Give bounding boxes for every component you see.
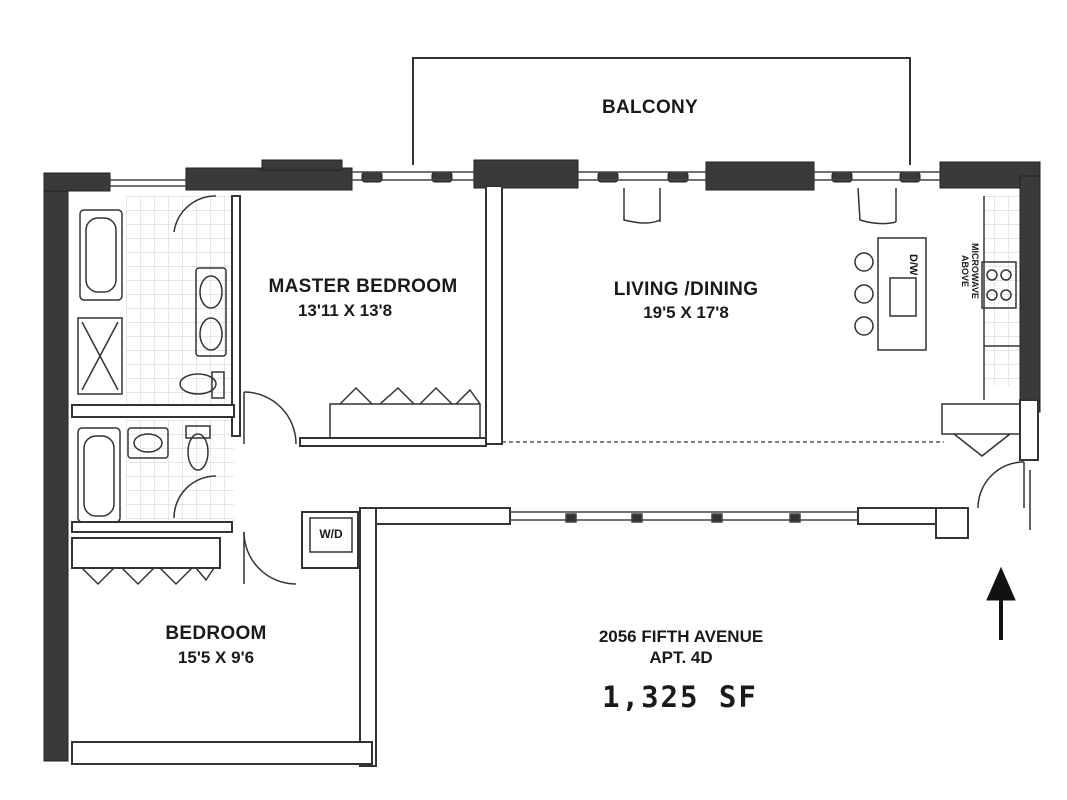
doors [173,187,1031,585]
exterior-walls [43,159,1041,762]
living-dining-name: LIVING /DINING [613,279,759,300]
balcony [412,57,911,165]
address-street: 2056 FIFTH AVENUE [598,627,764,646]
microwave-label: MICROWAVE ABOVE [960,243,980,299]
dishwasher-label: D/W [907,254,919,276]
hall-window [510,511,858,523]
bedroom-dims: 15'5 X 9'6 [177,648,255,667]
kitchen-fixtures [854,196,1021,457]
closet-doors [81,386,481,586]
washer-dryer-label: W/D [319,527,343,541]
master-bedroom-dims: 13'11 X 13'8 [297,301,393,320]
bath-fixtures [77,209,227,523]
master-bedroom-name: MASTER BEDROOM [268,276,458,297]
bathroom-tile-floor [126,196,1020,520]
living-dining-dims: 19'5 X 17'8 [643,303,729,322]
bedroom-name: BEDROOM [165,623,267,644]
balcony-label: BALCONY [601,97,699,118]
washer-dryer-box [309,517,353,553]
up-arrow-icon [986,566,1016,640]
square-footage: 1,325 SF [602,680,758,714]
window-line [110,171,940,187]
interior-walls [71,185,1039,767]
address-unit: APT. 4D [649,648,713,667]
